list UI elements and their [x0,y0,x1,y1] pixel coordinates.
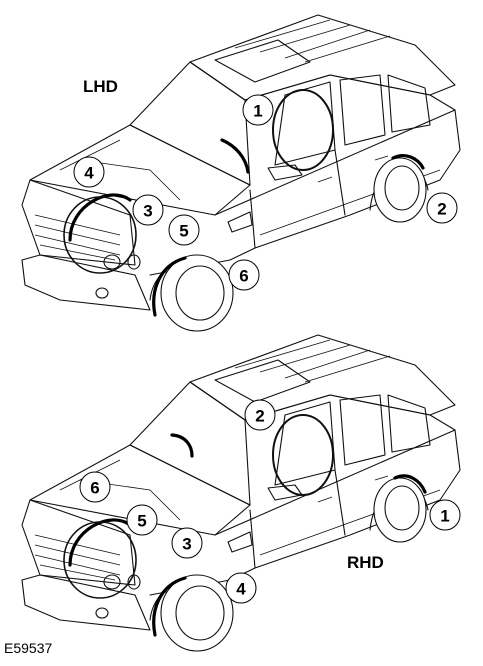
rhd-callout-5: 5 [126,504,158,536]
vehicle-rhd-drawing [21,334,461,652]
svg-text:6: 6 [239,267,248,286]
svg-text:4: 4 [236,580,246,599]
rhd-heat-zone-windscreen [170,433,194,458]
vehicle-lhd-drawing [21,14,461,332]
rhd-callout-1: 1 [429,499,461,531]
lhd-heat-zone-windscreen [220,138,250,174]
svg-text:4: 4 [84,164,94,183]
lhd-callout-5: 5 [168,214,200,246]
rhd-front-wheel-zone [68,518,132,567]
rhd-callout-2: 2 [244,399,276,431]
svg-text:3: 3 [182,535,191,554]
svg-text:5: 5 [137,512,146,531]
lhd-callout-3: 3 [132,194,164,226]
lhd-callout-1: 1 [242,94,274,126]
lhd-front-arch-zone [152,256,187,317]
figure-reference: E59537 [4,640,52,656]
rhd-front-arch-zone [152,576,187,637]
rhd-mirror-zone [272,414,334,496]
lhd-callout-4: 4 [73,156,105,188]
lhd-label: LHD [83,77,118,96]
lhd-callout-6: 6 [228,259,260,291]
svg-text:1: 1 [440,507,449,526]
rhd-callout-3: 3 [171,527,203,559]
rhd-callout-4: 4 [225,572,257,604]
lhd-mirror-zone [272,89,334,171]
lhd-callout-2: 2 [426,192,458,224]
svg-text:3: 3 [143,202,152,221]
svg-text:2: 2 [255,407,264,426]
svg-text:6: 6 [90,479,99,498]
lhd-front-wheel-zone [68,193,132,242]
rhd-label: RHD [347,553,384,572]
rhd-callout-6: 6 [79,471,111,503]
svg-text:1: 1 [253,102,262,121]
svg-text:2: 2 [437,200,446,219]
svg-text:5: 5 [179,222,188,241]
